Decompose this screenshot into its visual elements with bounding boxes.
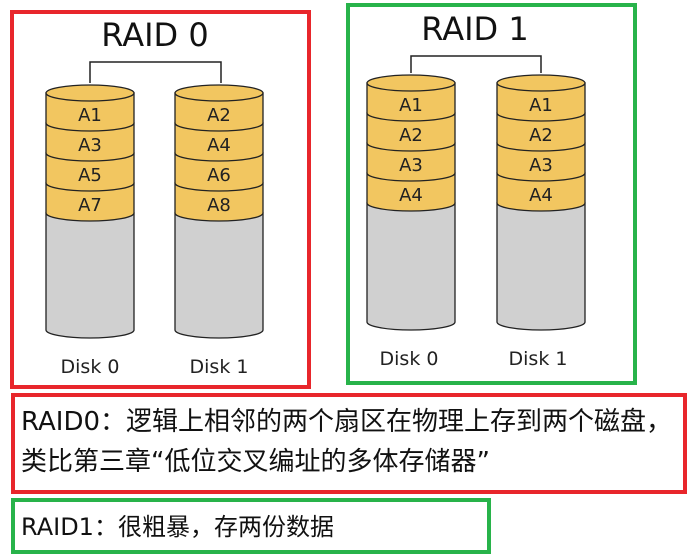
data-block xyxy=(174,152,264,192)
data-block xyxy=(45,122,135,162)
raid1-title: RAID 1 xyxy=(421,10,528,48)
raid1-caption: RAID1：很粗暴，存两份数据 xyxy=(21,513,334,541)
raid0-frame xyxy=(10,10,311,389)
block-label: A6 xyxy=(207,165,231,186)
block-label: A4 xyxy=(529,185,553,206)
block-label: A7 xyxy=(78,195,102,216)
data-block xyxy=(496,82,586,122)
raid0-caption: RAID0：逻辑上相邻的两个扇区在物理上存到两个磁盘，类比第三章“低位交叉编址的… xyxy=(21,407,673,477)
raid0-disk1-top xyxy=(174,84,264,102)
block-label: A8 xyxy=(207,195,231,216)
data-block xyxy=(174,92,264,132)
raid1-disk1-label: Disk 1 xyxy=(509,348,568,370)
raid0-title: RAID 0 xyxy=(101,16,208,54)
data-block xyxy=(45,92,135,132)
raid1-disk0-body xyxy=(366,202,456,331)
raid1-caption-box: RAID1：很粗暴，存两份数据 xyxy=(11,498,491,554)
raid1-disk1: A4 A3 A2 A1 xyxy=(496,74,586,331)
raid-diagram: RAID 0 RAID 1 A7A5A3A1A8A6A4A2A4A3A2A1A4… xyxy=(10,3,637,389)
block-label: A4 xyxy=(399,185,423,206)
raid1-connector xyxy=(410,55,542,73)
block-label: A2 xyxy=(399,125,423,146)
data-block xyxy=(496,172,586,212)
raid0-disk0-label: Disk 0 xyxy=(61,356,120,378)
raid0-caption-box: RAID0：逻辑上相邻的两个扇区在物理上存到两个磁盘，类比第三章“低位交叉编址的… xyxy=(11,393,687,494)
raid1-frame xyxy=(346,3,637,385)
block-label: A3 xyxy=(399,155,423,176)
raid0-disk1: A8 A6 A4 A2 xyxy=(174,84,264,339)
data-block xyxy=(366,82,456,122)
block-label: A2 xyxy=(207,105,231,126)
block-label: A2 xyxy=(529,125,553,146)
raid1-disk1-top xyxy=(496,74,586,92)
raid0-disk0-top xyxy=(45,84,135,102)
raid1-disk0: A4 A3 A2 A1 xyxy=(366,74,456,331)
block-label: A1 xyxy=(78,105,102,126)
raid0-disk1-label: Disk 1 xyxy=(190,356,249,378)
data-block xyxy=(496,112,586,152)
raid0-connector xyxy=(89,61,222,83)
data-block xyxy=(366,112,456,152)
data-block xyxy=(496,142,586,182)
block-label: A1 xyxy=(399,95,423,116)
block-label: A5 xyxy=(78,165,102,186)
raid1-disk0-label: Disk 0 xyxy=(380,348,439,370)
block-label: A3 xyxy=(78,135,102,156)
raid0-disk0: A7 A5 A3 A1 xyxy=(45,84,135,339)
data-block xyxy=(174,122,264,162)
data-block xyxy=(366,172,456,212)
block-label: A1 xyxy=(529,95,553,116)
data-block xyxy=(45,182,135,222)
raid1-disk0-top xyxy=(366,74,456,92)
block-label: A3 xyxy=(529,155,553,176)
raid1-disk1-body xyxy=(496,202,586,331)
data-block xyxy=(45,152,135,192)
block-label: A4 xyxy=(207,135,231,156)
raid0-disk0-body xyxy=(45,212,135,339)
data-block xyxy=(174,182,264,222)
data-block xyxy=(366,142,456,182)
raid0-disk1-body xyxy=(174,212,264,339)
